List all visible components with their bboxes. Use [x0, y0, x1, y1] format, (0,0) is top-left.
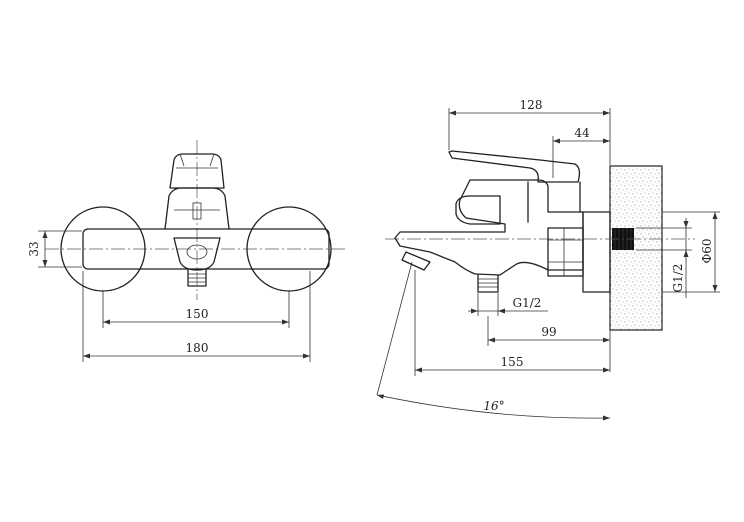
spout-tip [401, 251, 431, 271]
side-view: 128 44 G1/2 99 155 16° [376, 98, 720, 421]
dim-total-depth-label: 128 [520, 98, 543, 112]
handle-slot [192, 202, 202, 220]
swivel-arc [376, 394, 611, 419]
dim-g12-inlet-arrow-bottom [683, 250, 689, 257]
dim-44-arrow-left [553, 138, 560, 144]
swivel-line [376, 261, 413, 396]
dim-g12-arrow-left [471, 308, 478, 314]
dim-128-arrow-left [449, 110, 456, 116]
front-view: 33 150 180 [27, 140, 345, 362]
dim-99-arrow-right [603, 337, 610, 343]
dim-g12-arrow-right [498, 308, 505, 314]
dim-150-arrow-right [282, 319, 289, 325]
dim-inlet-thread-label: G1/2 [671, 264, 685, 293]
dim-inlet-spacing-label: 150 [186, 307, 209, 321]
diverter-outlet [173, 237, 221, 271]
dim-99-arrow-left [488, 337, 495, 343]
dim-150-arrow-left [103, 319, 110, 325]
lever-handle-side [448, 150, 581, 183]
dim-phi60-arrow-bottom [712, 285, 718, 292]
dim-33-arrow-top [42, 231, 48, 238]
dim-44-arrow-right [603, 138, 610, 144]
dim-flange-diameter-label: Φ60 [700, 238, 714, 263]
outlet-thread-side-lines [478, 278, 498, 288]
dim-outlet-thread-label: G1/2 [513, 296, 542, 310]
dim-height-label: 33 [27, 241, 41, 256]
dim-128-arrow-right [603, 110, 610, 116]
dim-phi60-arrow-top [712, 212, 718, 219]
side-body-outline [394, 179, 584, 276]
lever-handle-detail [179, 153, 215, 167]
handle-cap [455, 195, 501, 225]
dim-155-arrow-right [603, 367, 610, 373]
dim-swivel-angle-label: 16° [483, 399, 504, 413]
dim-spout-reach-label: 155 [501, 355, 524, 369]
swivel-arc-arrow-right [603, 415, 610, 421]
outlet-thread-side [477, 274, 499, 293]
dim-g12-inlet-arrow-top [683, 221, 689, 228]
dim-wall-to-handle-label: 44 [574, 126, 590, 140]
diverter-knob [186, 244, 208, 260]
dim-180-arrow-left [83, 353, 90, 359]
wall-flange [582, 211, 611, 293]
cartridge-housing [527, 181, 581, 223]
dim-33-arrow-bottom [42, 260, 48, 267]
dim-155-arrow-left [415, 367, 422, 373]
dim-outlet-offset-label: 99 [541, 325, 556, 339]
lever-handle-front [169, 153, 225, 189]
dim-180-arrow-right [303, 353, 310, 359]
connection-nut [547, 227, 584, 277]
outlet-thread-lines [188, 273, 206, 283]
dim-overall-width-label: 180 [186, 341, 209, 355]
connection-nut-lines [548, 228, 583, 276]
swivel-arc-arrow-left [377, 394, 384, 399]
